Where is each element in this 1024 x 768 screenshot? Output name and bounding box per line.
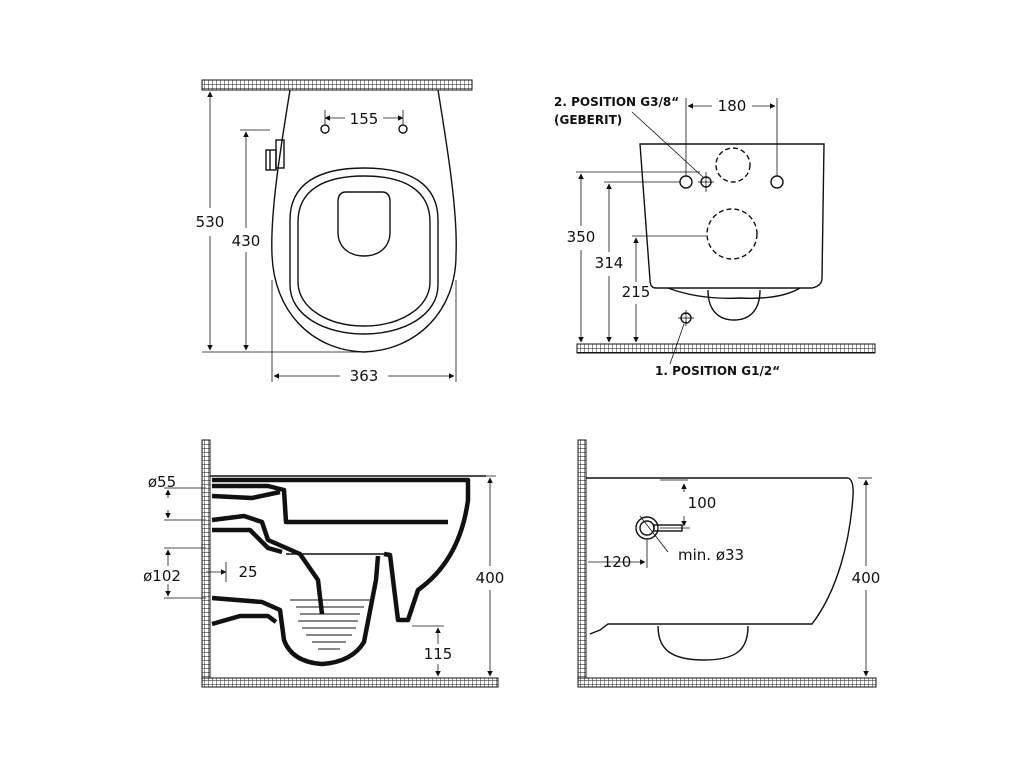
dim-350: 350 (567, 228, 596, 246)
dim-102: ø102 (143, 567, 181, 585)
label-position-2: 2. POSITION G3/8“ (554, 95, 679, 109)
drain-dashed (706, 208, 758, 260)
bowl-opening (337, 191, 391, 257)
dim-215: 215 (622, 283, 651, 301)
wall-hatch (201, 439, 211, 687)
floor-hatch (201, 677, 499, 688)
dim-530: 530 (196, 213, 225, 231)
dim-120: 120 (603, 553, 632, 571)
trap-outline (657, 625, 749, 661)
side-outline (586, 477, 854, 635)
wall-hatch (577, 439, 587, 687)
dim-33: min. ø33 (678, 546, 744, 564)
dim-314: 314 (595, 254, 624, 272)
trap-outline (707, 289, 761, 321)
dim-400: 400 (476, 569, 505, 587)
trap-section (211, 555, 381, 667)
trap-inner (211, 613, 278, 627)
fixing-hole (320, 124, 330, 134)
flush-channel (212, 483, 448, 525)
rear-view: 180 2. POSITION G3/8“ (GEBERIT) 350 314 … (554, 95, 876, 378)
floor-hatch (577, 677, 877, 688)
water-inlet-pos2-icon (698, 172, 714, 192)
flush-inner (211, 489, 281, 501)
label-geberit: (GEBERIT) (554, 113, 622, 127)
water-inlet-pos1-icon (678, 310, 694, 326)
dim-400-side: 400 (852, 569, 881, 587)
seat-outline (289, 167, 439, 335)
side-view: 100 120 min. ø33 400 (577, 439, 881, 688)
flush-valve-icon (265, 139, 285, 171)
inlet-pipe-icon (635, 516, 683, 540)
rim-section (212, 477, 471, 623)
seat-inner (297, 175, 431, 327)
dim-363: 363 (350, 367, 379, 385)
back-panel-outline (639, 143, 825, 289)
dim-115: 115 (424, 645, 453, 663)
base-line (667, 287, 801, 299)
outlet-upper (212, 527, 283, 555)
water-level (290, 599, 370, 650)
dim-100: 100 (688, 494, 717, 512)
dim-25: 25 (238, 563, 257, 581)
top-view: 155 530 430 363 (196, 79, 473, 385)
bowl-outline (271, 89, 457, 353)
fixing-hole (679, 175, 693, 189)
floor-hatch (576, 343, 876, 354)
label-position-1: 1. POSITION G1/2“ (655, 364, 780, 378)
bowl-wall (211, 513, 325, 615)
dim-155: 155 (350, 110, 379, 128)
upper-outlet-dashed (715, 147, 751, 183)
section-view: ø55 ø102 25 400 115 (143, 439, 505, 688)
dim-180: 180 (718, 97, 747, 115)
fixing-hole (398, 124, 408, 134)
dim-430: 430 (232, 232, 261, 250)
wall-hatch (201, 79, 473, 91)
dim-55: ø55 (148, 473, 176, 491)
fixing-hole (770, 175, 784, 189)
